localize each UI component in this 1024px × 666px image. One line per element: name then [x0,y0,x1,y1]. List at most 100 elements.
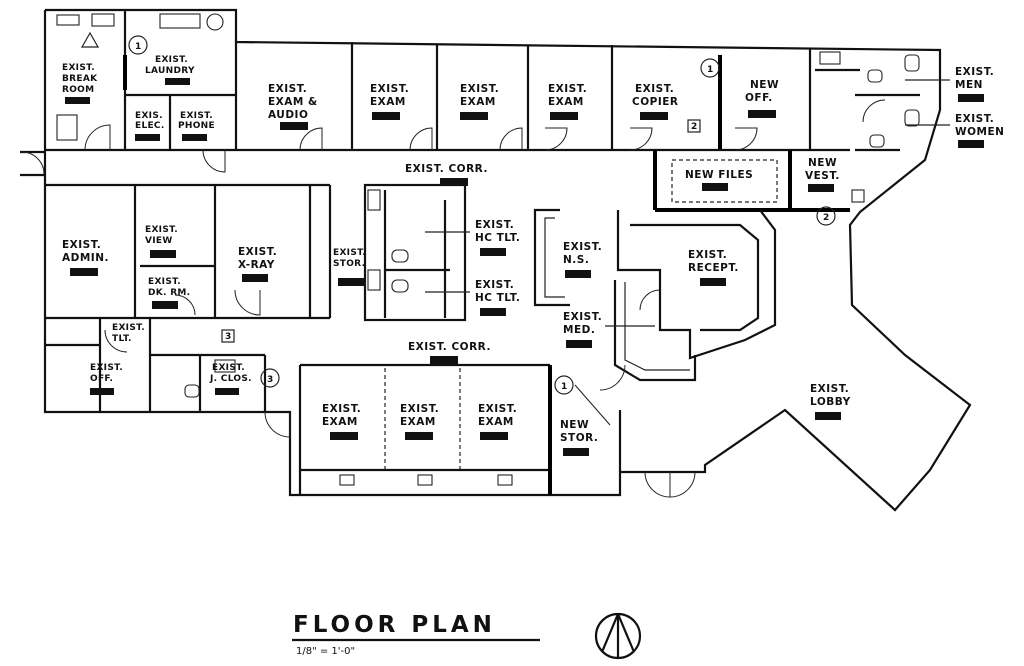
svg-text:EXIST.: EXIST. [688,249,727,261]
svg-text:EXIST.: EXIST. [90,363,123,373]
svg-text:EXIST.: EXIST. [238,246,277,258]
interior-walls [45,10,920,495]
room-label-xray: EXIST. X-RAY [238,246,277,282]
svg-text:EXIST.: EXIST. [148,277,181,287]
svg-text:N.S.: N.S. [563,254,589,266]
room-label-exam-audio: EXIST. EXAM & AUDIO [268,83,317,130]
svg-text:EXIST.: EXIST. [475,279,514,291]
warning-triangle-icon [80,31,100,48]
room-label-exam-3: EXIST. EXAM [548,83,587,120]
svg-text:EXIST.: EXIST. [268,83,307,95]
title-block: FLOOR PLAN 1/8" = 1'-0" [292,612,540,657]
svg-text:EXIST.: EXIST. [212,363,245,373]
svg-text:2: 2 [691,122,697,132]
room-label-phone: EXIST. PHONE [178,111,215,141]
svg-text:3: 3 [225,332,231,342]
door-swings [21,99,886,498]
svg-text:1: 1 [707,65,713,75]
svg-text:EXIST.: EXIST. [112,323,145,333]
room-label-new-off: NEW OFF. [745,79,779,118]
svg-text:X-RAY: X-RAY [238,259,275,271]
svg-text:OFF.: OFF. [90,374,113,384]
svg-text:EXAM: EXAM [370,96,406,108]
keynote-marker-1b: 1 [700,58,720,78]
svg-text:EXIST.: EXIST. [478,403,517,415]
svg-text:WOMEN: WOMEN [955,126,1004,138]
svg-text:EXIST.: EXIST. [400,403,439,415]
keynote-marker-3: 3 [260,368,280,388]
svg-text:EXIST.: EXIST. [180,111,213,121]
room-label-med: EXIST. MED. [563,311,655,348]
svg-text:NEW: NEW [808,157,837,169]
svg-text:EXIST.: EXIST. [460,83,499,95]
svg-text:EXAM: EXAM [322,416,358,428]
room-label-dk-rm: EXIST. DK. RM. [148,277,190,309]
svg-text:EXIST.: EXIST. [62,63,95,73]
svg-text:ELEC.: ELEC. [135,121,165,131]
svg-text:VIEW: VIEW [145,236,173,246]
svg-text:OFF.: OFF. [745,92,773,104]
svg-text:EXIST.: EXIST. [145,225,178,235]
svg-text:LAUNDRY: LAUNDRY [145,66,195,76]
svg-text:DK. RM.: DK. RM. [148,288,190,298]
svg-text:NEW: NEW [750,79,779,91]
svg-text:NEW FILES: NEW FILES [685,169,753,181]
svg-text:ROOM: ROOM [62,85,94,95]
room-label-corr-lower: EXIST. CORR. [408,341,491,364]
svg-text:NEW: NEW [560,419,589,431]
svg-text:TLT.: TLT. [112,334,132,344]
svg-text:EXIST.: EXIST. [563,241,602,253]
room-label-view: EXIST. VIEW [145,225,178,258]
keynote-box-2: 2 [687,119,701,133]
svg-text:EXIST.: EXIST. [322,403,361,415]
svg-text:1: 1 [561,382,567,392]
svg-text:EXIST.: EXIST. [955,66,994,78]
room-label-new-stor: NEW STOR. [560,419,598,456]
svg-text:HC TLT.: HC TLT. [475,232,520,244]
room-label-exam-6: EXIST. EXAM [478,403,517,440]
svg-text:EXAM: EXAM [400,416,436,428]
svg-text:BREAK: BREAK [62,74,98,84]
svg-text:PHONE: PHONE [178,121,215,131]
svg-text:HC TLT.: HC TLT. [475,292,520,304]
svg-text:EXIST.: EXIST. [955,113,994,125]
svg-text:STOR.: STOR. [560,432,598,444]
svg-text:EXAM: EXAM [548,96,584,108]
room-label-laundry: EXIST. LAUNDRY [145,55,195,85]
svg-text:EXIST.: EXIST. [548,83,587,95]
room-label-recept: EXIST. RECEPT. [688,249,739,286]
keynote-marker-1a: 1 [128,35,148,55]
svg-text:STOR.: STOR. [333,259,365,269]
room-label-women: EXIST. WOMEN [905,113,1004,148]
svg-text:EXIST. CORR.: EXIST. CORR. [408,341,491,353]
room-label-exam-4: EXIST. EXAM [322,403,361,440]
room-label-copier: EXIST. COPIER [632,83,679,120]
room-label-hc-toilet-2: EXIST. HC TLT. [425,279,520,316]
room-label-elec: EXIS. ELEC. [135,111,165,141]
svg-text:3: 3 [267,375,273,385]
svg-text:EXIST.: EXIST. [635,83,674,95]
fixtures [56,13,920,486]
north-arrow-icon [594,612,642,660]
drawing-title: FLOOR PLAN [293,612,496,638]
svg-text:EXIST.: EXIST. [563,311,602,323]
svg-text:EXIST.: EXIST. [370,83,409,95]
room-label-men: EXIST. MEN [905,66,994,102]
svg-text:EXIST.: EXIST. [62,239,101,251]
svg-text:RECEPT.: RECEPT. [688,262,739,274]
svg-text:MEN: MEN [955,79,983,91]
room-label-break-room: EXIST. BREAK ROOM [62,63,98,104]
room-label-corr-upper: EXIST. CORR. [405,163,488,186]
svg-text:VEST.: VEST. [805,170,840,182]
keynote-marker-2: 2 [816,206,836,226]
room-label-toilet: EXIST. TLT. [112,323,145,344]
room-label-new-files: NEW FILES [685,169,753,191]
keynote-marker-1c: 1 [554,375,574,395]
svg-text:EXIS.: EXIS. [135,111,163,121]
svg-text:MED.: MED. [563,324,595,336]
room-label-new-vest: NEW VEST. [805,157,840,192]
svg-text:COPIER: COPIER [632,96,679,108]
svg-text:EXIST.: EXIST. [810,383,849,395]
svg-text:EXIST. CORR.: EXIST. CORR. [405,163,488,175]
